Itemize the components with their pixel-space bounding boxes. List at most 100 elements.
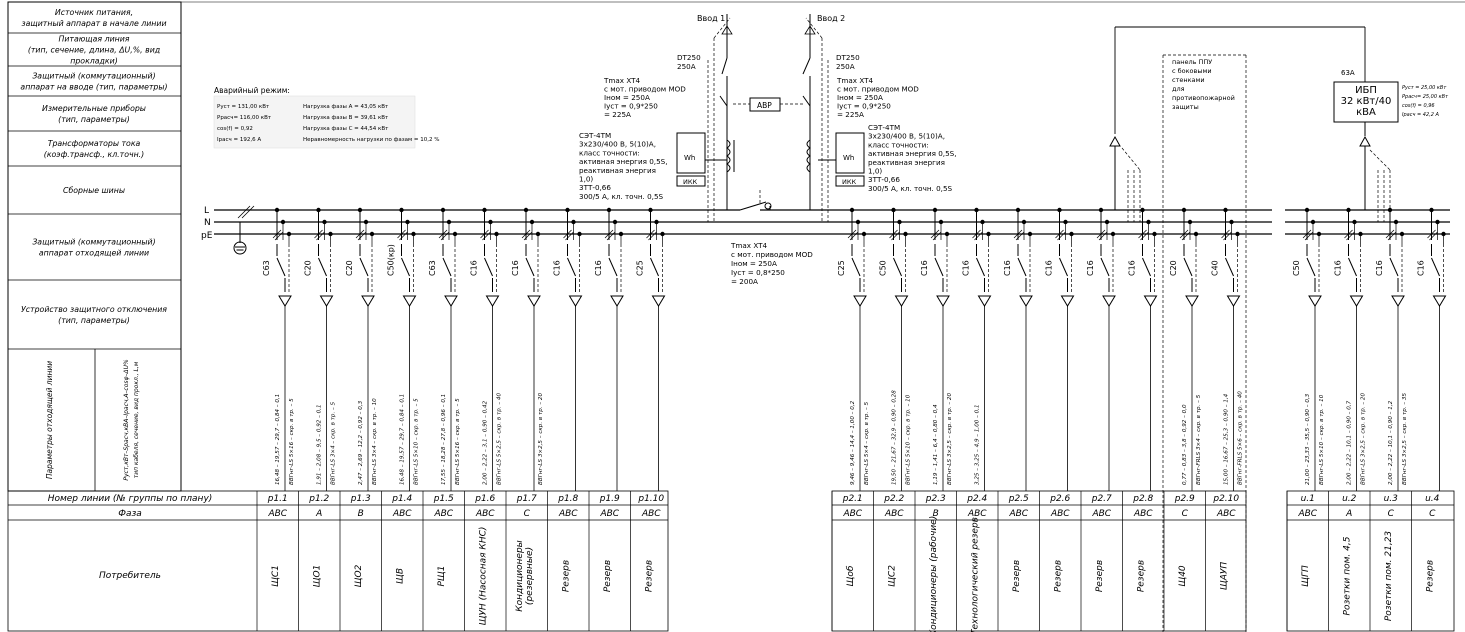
consumer-u.4: Резерв bbox=[1425, 560, 1435, 592]
feeder-lines: C63 16,48 – 19,57 – 29,7 – 0,84 – 0,1 ВВГн… bbox=[262, 207, 1447, 491]
ups-label-1: 32 кВт/40 bbox=[1341, 96, 1392, 107]
sectional-text-2: Iном = 250A bbox=[731, 259, 777, 268]
params-u.2-cable: ВВГнг-LS 3×2,5 – скр. в тр. – 20 bbox=[1361, 393, 1367, 485]
params-p2.9-load: 0,77 – 0,83 – 3,8 – 0,92 – 0,0 bbox=[1182, 404, 1188, 485]
ups-param-1: Pрасч= 25,00 кВт bbox=[1402, 94, 1449, 100]
consumer-p2.6: Резерв bbox=[1053, 560, 1063, 592]
input-1-breaker-2: Iном = 250A bbox=[604, 93, 650, 102]
breaker-p1.7: C16 bbox=[511, 260, 520, 276]
line-number-p2.3: p2.3 bbox=[925, 494, 946, 504]
row-label-consumer: Потребитель bbox=[99, 571, 161, 581]
ups-param-3: Iрасч = 42,2 А bbox=[1402, 112, 1440, 118]
wh-meter-2: Wh bbox=[843, 154, 854, 162]
consumer-p1.6: ЩУН (Насосная КНС) bbox=[478, 527, 488, 626]
line-number-p2.4: p2.4 bbox=[966, 494, 987, 504]
consumer-p2.7: Резерв bbox=[1095, 560, 1105, 592]
input-1-meter-0: СЭТ-4ТМ bbox=[579, 131, 611, 140]
line-number-u.1: u.1 bbox=[1301, 494, 1315, 504]
header-row-1-line-1: (тип, сечение, длина, ΔU,%, вид bbox=[28, 46, 160, 55]
params-p1.1-load: 16,48 – 19,57 – 29,7 – 0,84 – 0,1 bbox=[275, 394, 281, 485]
params-p2.9-cable: ВВГнг-FRLS 3×4 – скр. в тр. – 5 bbox=[1196, 394, 1202, 485]
line-number-p1.7: p1.7 bbox=[516, 494, 537, 504]
params-p1.1-cable: ВВГнг-LS 5×16 – скр. в тр. – 5 bbox=[289, 398, 295, 485]
input-1-meter-3: активная энергия 0,5S, bbox=[579, 157, 668, 166]
input-2-breaker-1: с мот. приводом MOD bbox=[837, 85, 919, 94]
consumer-p2.2: ЩС2 bbox=[887, 565, 897, 587]
row-label-line: Номер линии (№ группы по плану) bbox=[48, 494, 213, 504]
params-u.3-load: 2,00 – 2,22 – 10,1 – 0,90 – 1,2 bbox=[1388, 400, 1394, 485]
breaker-p1.2: C20 bbox=[304, 260, 313, 276]
phase-u.2: A bbox=[1345, 509, 1352, 519]
bus-label-PE: pE bbox=[201, 231, 213, 241]
emergency-left-3: Iрасч = 192,6 А bbox=[217, 137, 261, 143]
feeder-p2.5: C16 bbox=[1003, 207, 1033, 491]
feeder-p1.9: C16 bbox=[594, 207, 624, 491]
params-label: Параметры отходящей линии bbox=[45, 361, 54, 479]
breaker-p1.10: C25 bbox=[636, 260, 645, 276]
phase-u.1: ABC bbox=[1297, 509, 1317, 519]
phase-p1.6: ABC bbox=[475, 509, 495, 519]
consumer-p2.5: Резерв bbox=[1012, 560, 1022, 592]
header-row-3-line-0: Измерительные приборы bbox=[42, 104, 146, 113]
consumer-p2.4: Технологический резерв bbox=[970, 517, 980, 632]
bus-label-N: N bbox=[204, 218, 211, 228]
input-1-meter-4: реактивная энергия bbox=[579, 166, 656, 175]
header-row-5-line-0: Сборные шины bbox=[63, 186, 125, 195]
phase-p1.9: ABC bbox=[599, 509, 619, 519]
breaker-p2.10: C40 bbox=[1211, 260, 1220, 276]
breaker-u.4: C16 bbox=[1417, 260, 1426, 276]
consumer-u.1: ЩГП bbox=[1301, 565, 1311, 587]
feeder-p2.9: C20 0,77 – 0,83 – 3,8 – 0,92 – 0,0 ВВГнг-F… bbox=[1169, 207, 1202, 491]
emergency-title: Аварийный режим: bbox=[214, 86, 290, 95]
input-1-breaker-4: = 225A bbox=[604, 110, 631, 119]
input-1-breaker-1: с мот. приводом MOD bbox=[604, 85, 686, 94]
params-p1.7-cable: ВВГнг-LS 3×2,5 – скр. в тр. – 20 bbox=[538, 393, 544, 485]
params-p1.3-load: 2,47 – 2,69 – 12,2 – 0,92 – 0,3 bbox=[358, 400, 364, 485]
wh-meter-1: Wh bbox=[684, 154, 695, 162]
feeder-p2.6: C16 bbox=[1045, 207, 1075, 491]
phase-p1.3: B bbox=[358, 509, 364, 519]
ups-label-2: кВА bbox=[1356, 107, 1376, 118]
ikk-2: ИКК bbox=[842, 178, 856, 186]
params-p2.3-cable: ВВГнг-LS 3×2,5 – скр. в тр. – 20 bbox=[947, 393, 953, 485]
line-number-p2.1: p2.1 bbox=[842, 494, 863, 504]
input-1-meter-1: 3х230/400 В, 5(10)А, bbox=[579, 140, 656, 149]
consumer-p1.7-1: (резервные) bbox=[525, 547, 535, 605]
phase-p2.10: ABC bbox=[1216, 509, 1236, 519]
params-p2.1-load: 9,46 – 9,46 – 14,4 – 1,00 – 0,2 bbox=[850, 400, 856, 485]
left-header-table: Источник питания,защитный аппарат в нача… bbox=[7, 1, 1465, 492]
params-p2.4-load: 3,25 – 3,25 – 4,9 – 1,00 – 0,1 bbox=[975, 404, 981, 485]
breaker-p1.8: C16 bbox=[553, 260, 562, 276]
line-number-u.4: u.4 bbox=[1425, 494, 1440, 504]
line-number-p1.3: p1.3 bbox=[350, 494, 371, 504]
header-row-4-line-0: Трансформаторы тока bbox=[48, 139, 141, 148]
input-2-breaker-3: Iуст = 0,9*250 bbox=[837, 102, 891, 111]
input-2-dt-1: 250A bbox=[836, 62, 855, 71]
line-number-p1.5: p1.5 bbox=[433, 494, 454, 504]
header-row-6-line-1: аппарат отходящей линии bbox=[39, 249, 149, 258]
feeder-p1.8: C16 bbox=[553, 207, 583, 491]
breaker-p1.5: C63 bbox=[428, 260, 437, 276]
params-p1.3-cable: ВВГнг-LS 3×4 – скр. в тр. – 10 bbox=[372, 398, 378, 485]
feeder-p1.4: C50(кр)16,48 – 19,57 – 29,7 – 0,84 – 0,1… bbox=[387, 207, 420, 491]
breaker-p2.9: C20 bbox=[1169, 260, 1178, 276]
ups-label-0: ИБП bbox=[1355, 85, 1377, 96]
phase-p2.4: ABC bbox=[967, 509, 987, 519]
feeder-p2.7: C16 bbox=[1086, 207, 1116, 491]
consumer-p1.4: ЩВ bbox=[395, 568, 405, 584]
input-1-name: Ввод 1 bbox=[697, 14, 725, 23]
consumer-p1.2: ЩО1 bbox=[312, 565, 322, 588]
ups-breaker: 63А bbox=[1341, 69, 1355, 77]
line-number-p2.9: p2.9 bbox=[1174, 494, 1195, 504]
params-p1.5-load: 17,55 – 18,28 – 27,8 – 0,96 – 0,1 bbox=[441, 394, 447, 485]
phase-p1.10: ABC bbox=[641, 509, 661, 519]
phase-p2.1: ABC bbox=[842, 509, 862, 519]
